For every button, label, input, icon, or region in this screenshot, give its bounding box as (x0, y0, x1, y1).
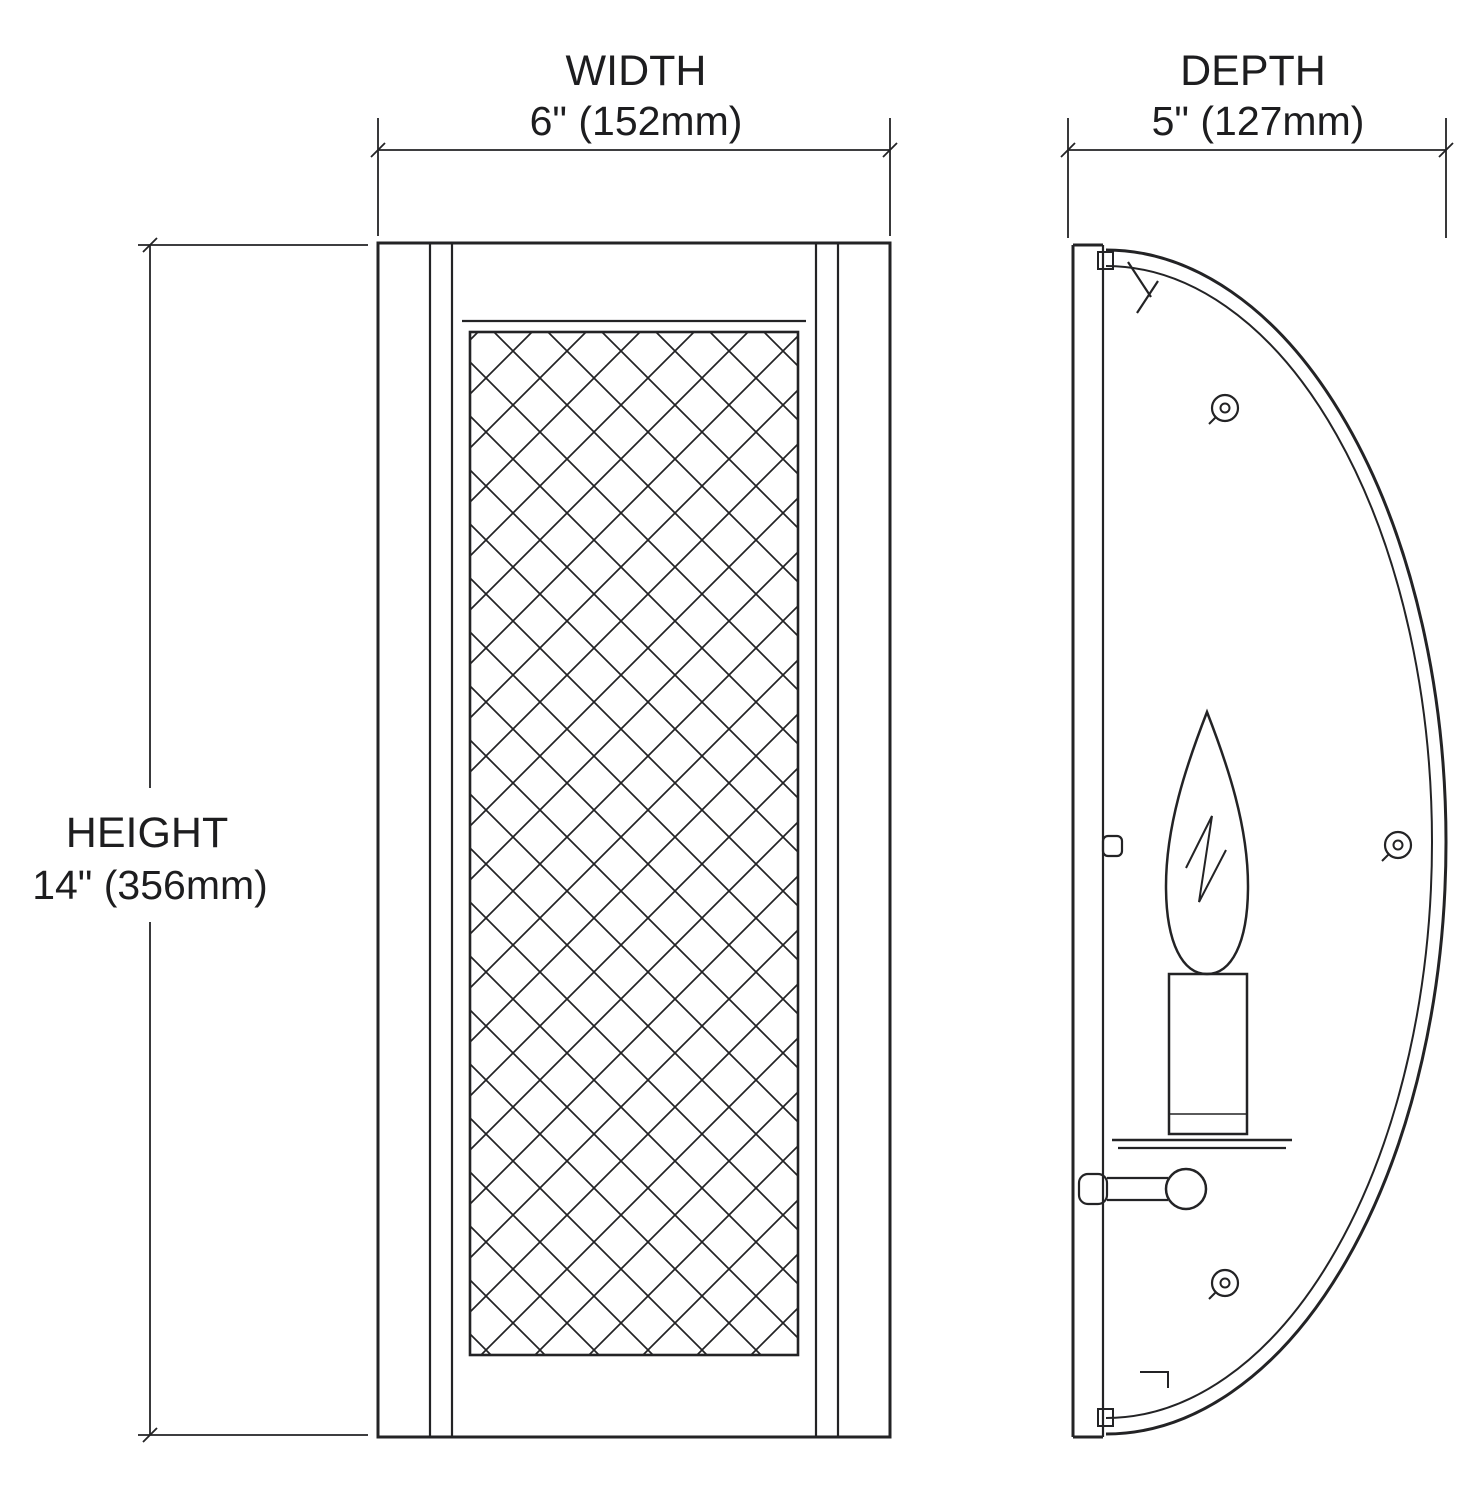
bottom-bracket-detail (1140, 1371, 1169, 1388)
arm-ball-joint (1164, 1167, 1208, 1211)
depth-tick-marks (1060, 142, 1454, 158)
shade-outer-arc (1105, 248, 1448, 1436)
top-bracket-detail (1127, 261, 1159, 314)
height-tick-marks (142, 237, 158, 1443)
arm-mount-bolt (1077, 1172, 1109, 1206)
lattice-panel-fill (470, 332, 798, 1355)
shade-clip-top (1097, 251, 1114, 270)
width-tick-marks (370, 142, 898, 158)
front-view-sconce (376, 241, 892, 1439)
mounting-screw-middle (1381, 830, 1413, 862)
mounting-screw-top (1208, 393, 1240, 425)
depth-value: 5" (127mm) (1152, 98, 1365, 144)
depth-dimension (1060, 118, 1454, 238)
height-value: 14" (356mm) (32, 862, 268, 908)
width-label: WIDTH (566, 47, 707, 95)
shade-inner-arc (1105, 265, 1433, 1419)
width-value: 6" (152mm) (530, 98, 743, 144)
shade-clip-bottom (1097, 1408, 1114, 1427)
depth-label: DEPTH (1180, 47, 1326, 95)
width-dimension (370, 118, 898, 236)
height-label: HEIGHT (66, 809, 228, 857)
side-view-sconce (1071, 243, 1448, 1439)
bulb-filament (1185, 815, 1227, 903)
mounting-screw-bottom (1208, 1268, 1240, 1300)
set-screw (1101, 834, 1124, 858)
bulb-socket (1167, 972, 1249, 1136)
height-dimension (138, 237, 368, 1443)
front-outer-frame (376, 241, 892, 1439)
